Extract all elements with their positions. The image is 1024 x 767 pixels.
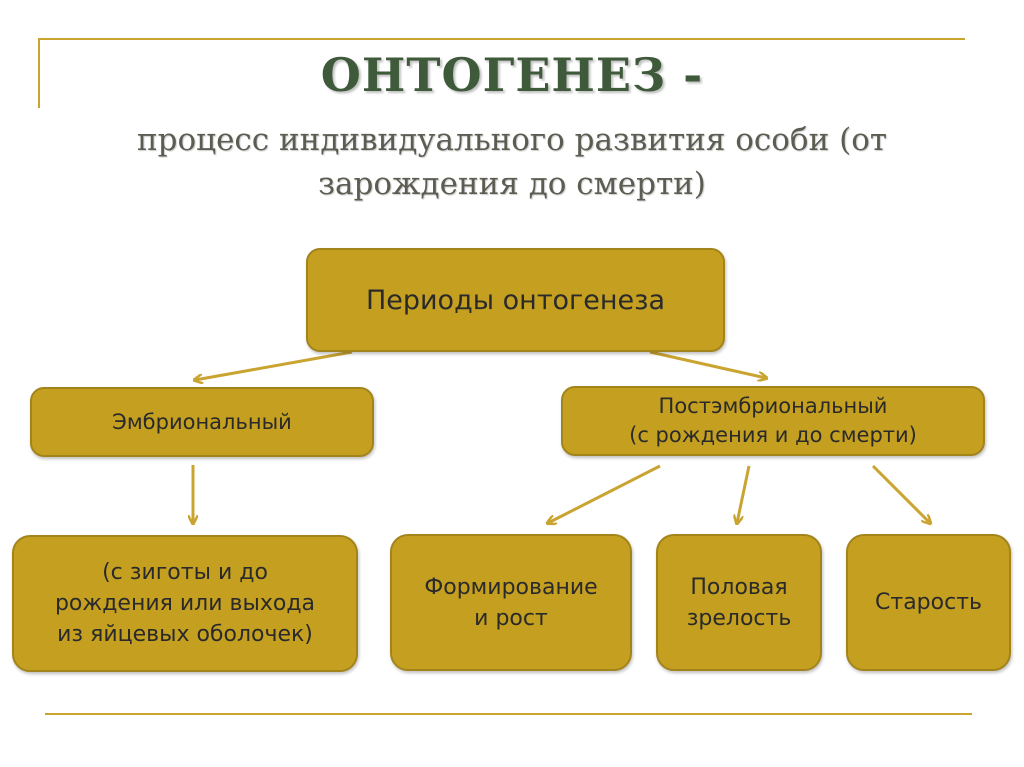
arrow-root-to-embryonic [195, 350, 353, 380]
frame-top-line [38, 38, 965, 40]
slide-subtitle: процесс индивидуального развития особи (… [136, 122, 888, 202]
box-ontogenesis-periods-label: Периоды онтогенеза [365, 284, 666, 316]
box-postembryonic: Постэмбриональный (с рождения и до смерт… [561, 386, 985, 456]
frame-bottom-line [45, 713, 972, 715]
box-embryonic: Эмбриональный [30, 387, 374, 457]
box-embryonic-detail: (с зиготы и до рождения или выхода из яй… [12, 535, 358, 672]
arrow-post-to-aging [871, 464, 930, 523]
box-postembryonic-label: Постэмбриональный [658, 394, 888, 418]
box-growth-stage: Формирование и рост [390, 534, 632, 671]
box-aging-stage-label: Старость [875, 590, 982, 615]
box-growth-stage-line-2: и рост [474, 605, 548, 631]
box-maturity-stage: Половая зрелость [656, 534, 822, 671]
box-embryonic-detail-line-2: рождения или выхода [54, 591, 316, 616]
box-postembryonic-sublabel: (с рождения и до смерти) [629, 423, 917, 447]
box-growth-stage-line-1: Формирование [424, 574, 598, 600]
arrow-root-to-postembryonic [649, 350, 766, 378]
box-embryonic-label: Эмбриональный [112, 410, 292, 434]
arrow-post-to-growth [548, 464, 661, 523]
box-ontogenesis-periods: Периоды онтогенеза [306, 248, 725, 352]
slide-title: ОНТОГЕНЕЗ - [320, 48, 704, 102]
box-embryonic-detail-line-1: (с зиготы и до [102, 560, 268, 585]
box-maturity-stage-line-1: Половая [690, 574, 788, 600]
box-maturity-stage-line-2: зрелость [686, 605, 792, 631]
frame-left-line [38, 38, 40, 108]
box-aging-stage: Старость [846, 534, 1011, 671]
box-embryonic-detail-line-3: из яйцевых оболочек) [57, 622, 313, 647]
arrow-post-to-maturity [737, 465, 751, 523]
